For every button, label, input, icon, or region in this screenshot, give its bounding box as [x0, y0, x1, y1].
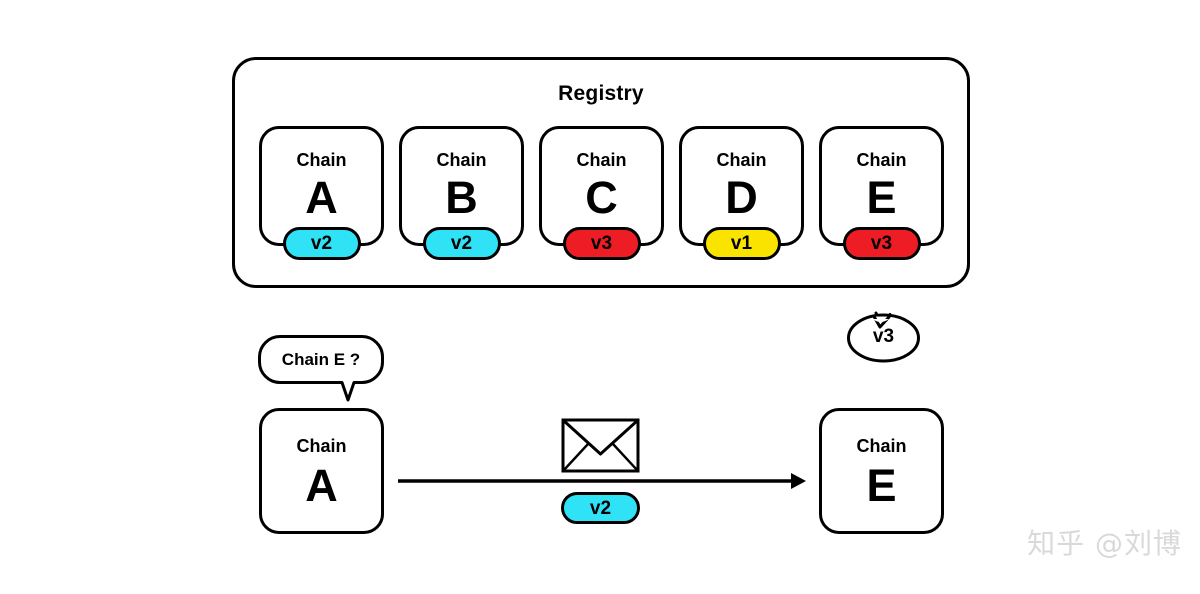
chain-letter: A	[305, 172, 338, 223]
registry-chain-card-a[interactable]: Chain A v2	[259, 126, 384, 260]
chain-letter: E	[866, 172, 897, 223]
chain-letter: D	[725, 172, 758, 223]
version-badge-d: v1	[702, 227, 781, 260]
query-bubble-text: Chain E ?	[281, 350, 361, 369]
chain-letter: B	[445, 172, 478, 223]
response-bubble-text: v3	[872, 326, 895, 347]
registry-title: Registry	[558, 82, 644, 105]
chain-label: Chain	[856, 436, 907, 456]
arrow-shape	[398, 473, 806, 489]
chain-label: Chain	[576, 150, 627, 170]
version-badge-a: v2	[282, 227, 361, 260]
registry-chain-card-b[interactable]: Chain B v2	[399, 126, 524, 260]
registry-chain-card-d[interactable]: Chain D v1	[679, 126, 804, 260]
envelope-icon	[561, 418, 640, 473]
chain-label: Chain	[856, 150, 907, 170]
lookup-query-bubble: Chain E ?	[258, 335, 384, 402]
response-bubble-shape	[847, 311, 920, 363]
chain-label: Chain	[436, 150, 487, 170]
chain-label: Chain	[296, 436, 347, 456]
query-bubble-shape	[258, 335, 384, 402]
chain-letter: A	[305, 460, 338, 511]
chain-label: Chain	[716, 150, 767, 170]
watermark: 知乎 @刘博	[1027, 527, 1182, 560]
registry-response-bubble: v3	[846, 309, 921, 363]
version-badge-b: v2	[422, 227, 501, 260]
registry-chain-card-e[interactable]: Chain E v3	[819, 126, 944, 260]
chain-letter: C	[585, 172, 618, 223]
envelope-shape	[561, 418, 640, 473]
chain-label: Chain	[296, 150, 347, 170]
message-version-badge: v2	[561, 492, 640, 524]
version-badge-c: v3	[562, 227, 641, 260]
message-flow-arrow	[395, 470, 810, 494]
chain-letter: E	[866, 460, 897, 511]
registry-chain-card-c[interactable]: Chain C v3	[539, 126, 664, 260]
version-badge-e: v3	[842, 227, 921, 260]
flow-target-chain-e[interactable]: Chain E	[819, 408, 944, 534]
registry-chain-row: Chain A v2 Chain B v2 Chain C v3 Chain D…	[259, 126, 944, 260]
flow-source-chain-a[interactable]: Chain A	[259, 408, 384, 534]
